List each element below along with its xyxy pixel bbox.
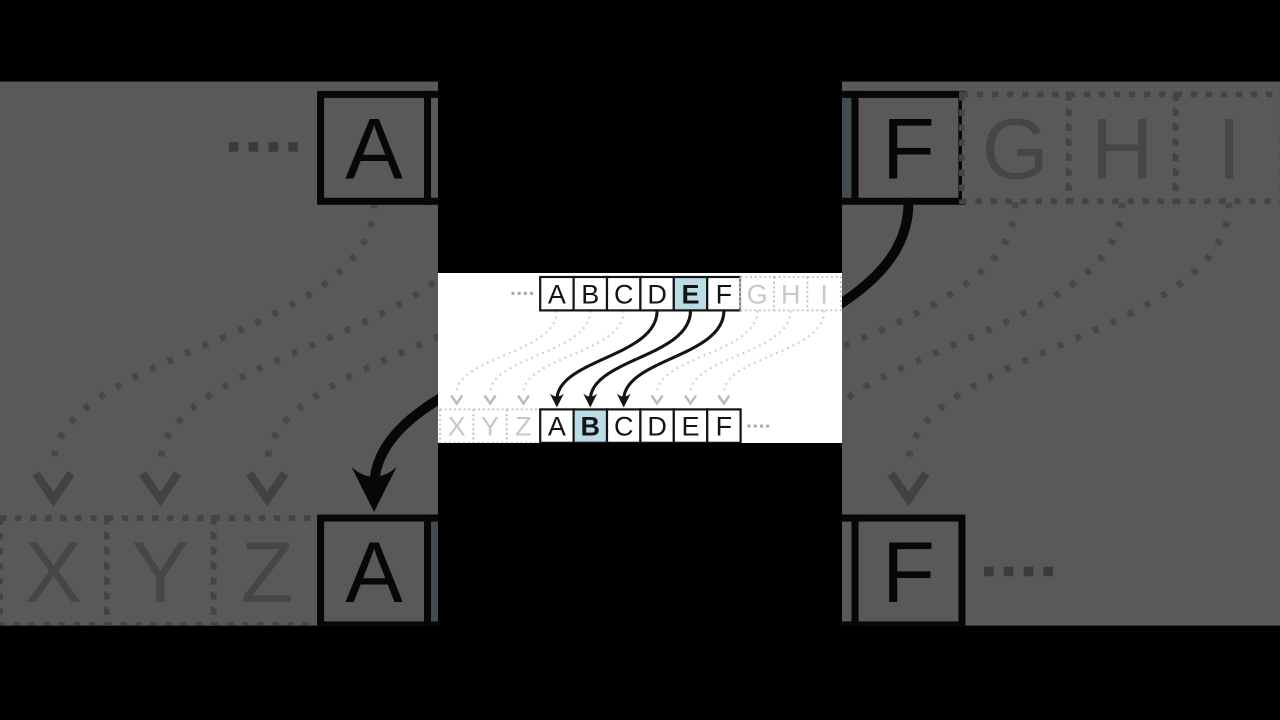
plain-box-E: E	[672, 275, 709, 312]
svg-text:A: A	[345, 102, 403, 198]
cipher-box-A: A	[539, 408, 575, 443]
svg-text:H: H	[1091, 102, 1153, 198]
svg-text:B: B	[581, 412, 601, 442]
svg-text:C: C	[614, 279, 634, 309]
svg-text:G: G	[747, 279, 768, 309]
plain-box-A: A	[539, 275, 575, 312]
svg-text:D: D	[647, 279, 667, 309]
svg-text:Z: Z	[515, 412, 532, 442]
plain-faded-box-I: I	[806, 276, 842, 312]
svg-text:Z: Z	[241, 525, 294, 621]
svg-text:C: C	[614, 412, 634, 442]
svg-text:I: I	[1217, 102, 1241, 198]
svg-text:E: E	[681, 279, 699, 309]
svg-text:F: F	[882, 525, 935, 621]
plain-box-D: D	[639, 275, 675, 312]
svg-text:A: A	[548, 279, 566, 309]
plain-box-C: C	[605, 275, 642, 312]
svg-text:Y: Y	[132, 525, 190, 621]
plain-faded-box-G: G	[959, 91, 1072, 205]
cipher-faded-box-X: X	[0, 515, 110, 626]
svg-text:A: A	[345, 525, 403, 621]
svg-text:F: F	[716, 279, 733, 309]
cipher-box-F: F	[851, 514, 966, 626]
plain-box-B: B	[572, 275, 609, 312]
plain-faded-box-H: H	[773, 276, 809, 312]
dotted-shift-arrows	[450, 310, 826, 406]
cipher-row-continuation-dots	[747, 424, 770, 428]
cipher-faded-box-Z: Z	[505, 408, 542, 443]
svg-text:B: B	[581, 279, 599, 309]
cipher-box-B: B	[572, 408, 609, 443]
svg-text:X: X	[448, 412, 466, 442]
plain-row-continuation-dots	[511, 291, 534, 295]
svg-text:F: F	[882, 102, 935, 198]
cipher-faded-box-X: X	[439, 408, 475, 443]
cipher-row-continuation-dots	[984, 566, 1054, 577]
plain-box-A: A	[317, 90, 432, 205]
cipher-box-D: D	[639, 408, 675, 443]
plain-faded-box-G: G	[739, 276, 775, 312]
svg-text:X: X	[25, 525, 83, 621]
svg-text:H: H	[781, 279, 801, 309]
svg-text:A: A	[548, 412, 566, 442]
plain-faded-box-H: H	[1065, 91, 1179, 205]
svg-text:G: G	[982, 102, 1049, 198]
cipher-faded-box-Y: Y	[103, 515, 217, 626]
cipher-faded-box-Y: Y	[472, 408, 508, 443]
cipher-faded-box-Z: Z	[210, 515, 324, 626]
cipher-box-E: E	[672, 408, 709, 443]
svg-text:Y: Y	[481, 412, 499, 442]
svg-text:F: F	[716, 412, 733, 442]
cipher-box-C: C	[605, 408, 642, 443]
cipher-box-F: F	[706, 408, 742, 443]
plain-box-F: F	[706, 275, 742, 312]
svg-text:I: I	[820, 279, 828, 309]
svg-text:E: E	[681, 412, 699, 442]
plain-box-F: F	[851, 90, 966, 205]
svg-text:D: D	[647, 412, 667, 442]
solid-shift-arrows	[549, 309, 726, 408]
plain-faded-box-I: I	[1172, 91, 1280, 205]
plain-row-continuation-dots	[228, 142, 298, 152]
cipher-box-A: A	[317, 514, 432, 626]
